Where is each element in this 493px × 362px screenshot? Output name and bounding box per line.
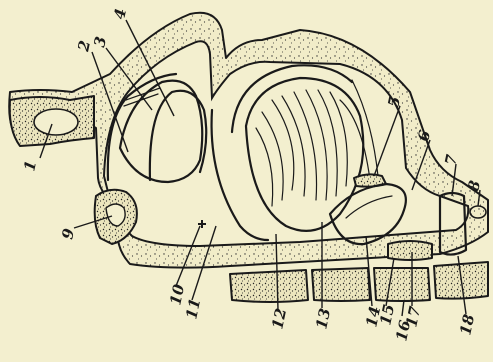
label-11: 11 [182, 297, 204, 321]
label-12: 12 [268, 307, 290, 331]
label-3: 3 [90, 35, 110, 49]
label-18: 18 [456, 312, 478, 337]
label-9: 9 [58, 226, 78, 241]
snout-structure [10, 96, 94, 146]
floor-blocks [230, 262, 488, 302]
label-7: 7 [441, 152, 461, 167]
label-17: 17 [402, 304, 424, 329]
label-13: 13 [312, 307, 334, 331]
label-4: 4 [110, 7, 130, 21]
label-1: 1 [20, 159, 40, 173]
label-8: 8 [464, 178, 484, 193]
